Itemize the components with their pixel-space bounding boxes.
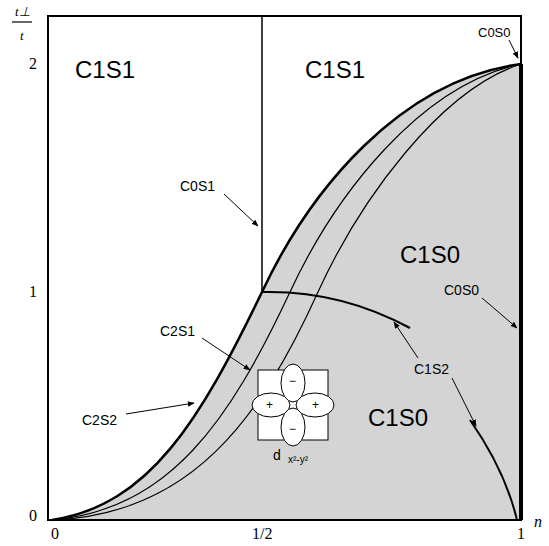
tick-label: 1 [29, 284, 37, 300]
region-label: C1S1 [75, 58, 135, 82]
phase-callout: C0S1 [180, 179, 215, 193]
region-label: C1S0 [368, 406, 428, 430]
shaded-region [52, 64, 521, 520]
phase-callout: C1S2 [414, 362, 449, 376]
c1s2-arc [470, 420, 517, 520]
orbital-sign: + [312, 399, 319, 411]
region-label: C1S0 [400, 243, 460, 267]
phase-callout: C2S1 [160, 324, 195, 338]
phase-callout: C2S2 [82, 413, 117, 427]
axis-label: n [534, 514, 542, 530]
phase-callout: C0S0 [444, 283, 479, 297]
orbital-sign: − [289, 423, 296, 435]
axis-label: t⊥ [15, 5, 30, 18]
region-label: C1S1 [305, 58, 365, 82]
plot-frame [48, 16, 521, 520]
tick-label: 1 [517, 526, 525, 542]
leader-lines [126, 40, 518, 426]
orbital-symbol [252, 364, 334, 446]
orbital-label: x²-y² [288, 455, 308, 465]
tick-label: 0 [51, 526, 59, 542]
tick-label: 2 [29, 56, 37, 72]
orbital-label: d [273, 448, 281, 462]
tick-label: 0 [29, 508, 37, 524]
axis-label: t [20, 29, 24, 42]
outer-boundary [52, 64, 521, 520]
fraction-bar [12, 21, 32, 22]
c1s2-arc [262, 292, 410, 328]
tick-label: 1/2 [252, 526, 272, 542]
c0s1-line [261, 16, 263, 292]
inner-boundary [52, 64, 521, 520]
orbital-sign: + [266, 399, 273, 411]
right-boundary [519, 64, 523, 520]
inner-boundary [52, 64, 521, 520]
orbital-sign: − [289, 375, 296, 387]
phase-callout: C0S0 [478, 26, 511, 39]
